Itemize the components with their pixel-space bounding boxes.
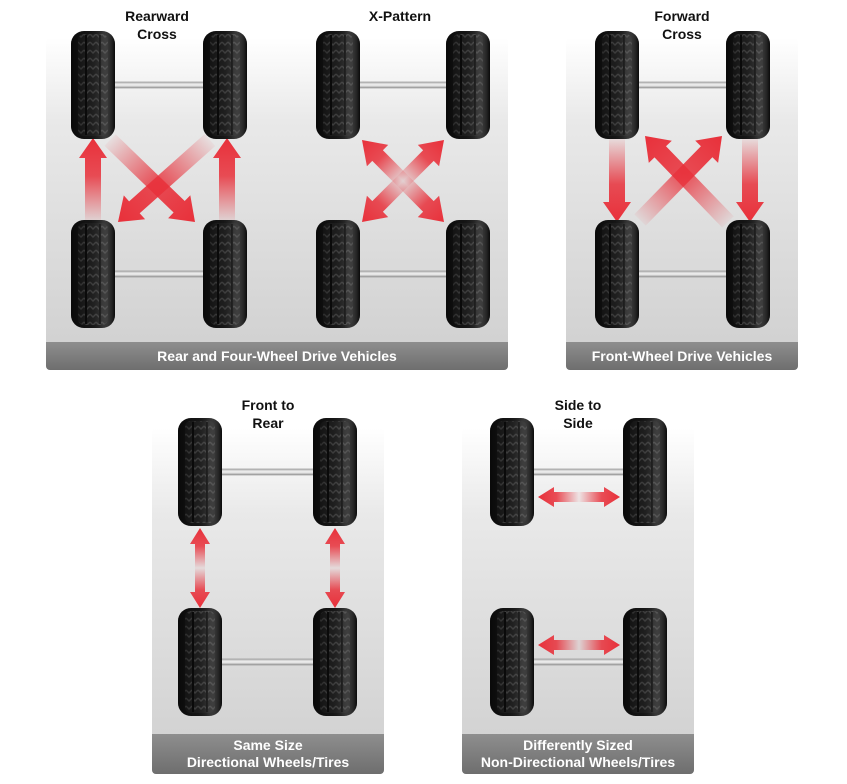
front-to-rear-arrow-left-a xyxy=(190,528,210,568)
side-to-side-arrow-rear-a xyxy=(538,635,579,655)
title-x-pattern-line-1: X-Pattern xyxy=(368,8,432,24)
forward-cross-tire-front-left xyxy=(595,31,639,139)
front-to-rear-tire-rear-left xyxy=(178,608,222,716)
x-pattern-arrow-diag-2-b xyxy=(362,175,409,222)
caption-directional: Same Size Directional Wheels/Tires xyxy=(152,734,384,774)
front-to-rear-arrow-left-b xyxy=(190,568,210,608)
caption-non-directional: Differently Sized Non-Directional Wheels… xyxy=(462,734,694,774)
front-to-rear-arrow-right-b xyxy=(325,568,345,608)
side-to-side-tire-rear-right xyxy=(623,608,667,716)
title-rearward-cross-line-1: Rearward xyxy=(125,8,189,24)
forward-cross-arrow-fl-to-rl xyxy=(603,138,631,222)
side-to-side-arrow-front-a xyxy=(538,487,579,507)
caption-directional-line-1: Same Size xyxy=(233,737,303,753)
side-to-side-tire-front-right xyxy=(623,418,667,526)
side-to-side-arrow-rear-b xyxy=(579,635,620,655)
rearward-cross-tire-rear-right xyxy=(203,220,247,328)
caption-rear-4wd: Rear and Four-Wheel Drive Vehicles xyxy=(46,342,508,370)
caption-fwd: Front-Wheel Drive Vehicles xyxy=(566,342,798,370)
caption-non-directional-line-2: Non-Directional Wheels/Tires xyxy=(480,754,676,770)
front-to-rear-tire-front-left xyxy=(178,418,222,526)
rearward-cross-arrow-fl-to-rr xyxy=(104,134,195,222)
front-to-rear-arrow-right-a xyxy=(325,528,345,568)
title-side-to-side-line-2: Side xyxy=(563,415,593,431)
title-rearward-cross: Rearward Cross xyxy=(77,7,237,43)
rearward-cross-tire-rear-left xyxy=(71,220,115,328)
title-forward-cross: Forward Cross xyxy=(602,7,762,43)
side-to-side-tire-rear-left xyxy=(490,608,534,716)
caption-fwd-line-1: Front-Wheel Drive Vehicles xyxy=(591,347,773,364)
x-pattern-arrow-diag-1-b xyxy=(397,175,444,222)
caption-directional-line-2: Directional Wheels/Tires xyxy=(186,754,350,770)
side-to-side-arrow-front-b xyxy=(579,487,620,507)
side-to-side-tire-front-left xyxy=(490,418,534,526)
title-front-to-rear: Front to Rear xyxy=(188,396,348,432)
rearward-cross-tire-front-right xyxy=(203,31,247,139)
forward-cross-arrow-fr-to-rr xyxy=(736,138,764,222)
title-forward-cross-line-1: Forward xyxy=(654,8,710,24)
x-pattern-arrow-diag-2-a xyxy=(397,140,444,187)
x-pattern-arrow-diag-1-a xyxy=(362,140,409,187)
forward-cross-tire-rear-left xyxy=(595,220,639,328)
caption-rear-4wd-line-1: Rear and Four-Wheel Drive Vehicles xyxy=(157,347,397,364)
title-forward-cross-line-2: Cross xyxy=(662,26,702,42)
forward-cross-tire-front-right xyxy=(726,31,770,139)
x-pattern-tire-rear-left xyxy=(316,220,360,328)
title-front-to-rear-line-2: Rear xyxy=(252,415,284,431)
front-to-rear-tire-front-right xyxy=(313,418,357,526)
title-front-to-rear-line-1: Front to xyxy=(241,397,295,413)
rearward-cross-arrow-rl-to-fl xyxy=(79,138,107,222)
title-side-to-side: Side to Side xyxy=(498,396,658,432)
forward-cross-tire-rear-right xyxy=(726,220,770,328)
rearward-cross-tire-front-left xyxy=(71,31,115,139)
front-to-rear-tire-rear-right xyxy=(313,608,357,716)
rearward-cross-arrow-rr-to-fr xyxy=(213,138,241,222)
x-pattern-tire-rear-right xyxy=(446,220,490,328)
x-pattern-tire-front-left xyxy=(316,31,360,139)
forward-cross-arrow-rr-to-fl xyxy=(645,136,734,228)
title-rearward-cross-line-2: Cross xyxy=(137,26,177,42)
title-x-pattern: X-Pattern xyxy=(320,7,480,25)
title-side-to-side-line-1: Side to xyxy=(554,397,602,413)
caption-non-directional-line-1: Differently Sized xyxy=(523,737,633,753)
rearward-cross-arrow-fr-to-rl xyxy=(118,134,216,222)
x-pattern-tire-front-right xyxy=(446,31,490,139)
